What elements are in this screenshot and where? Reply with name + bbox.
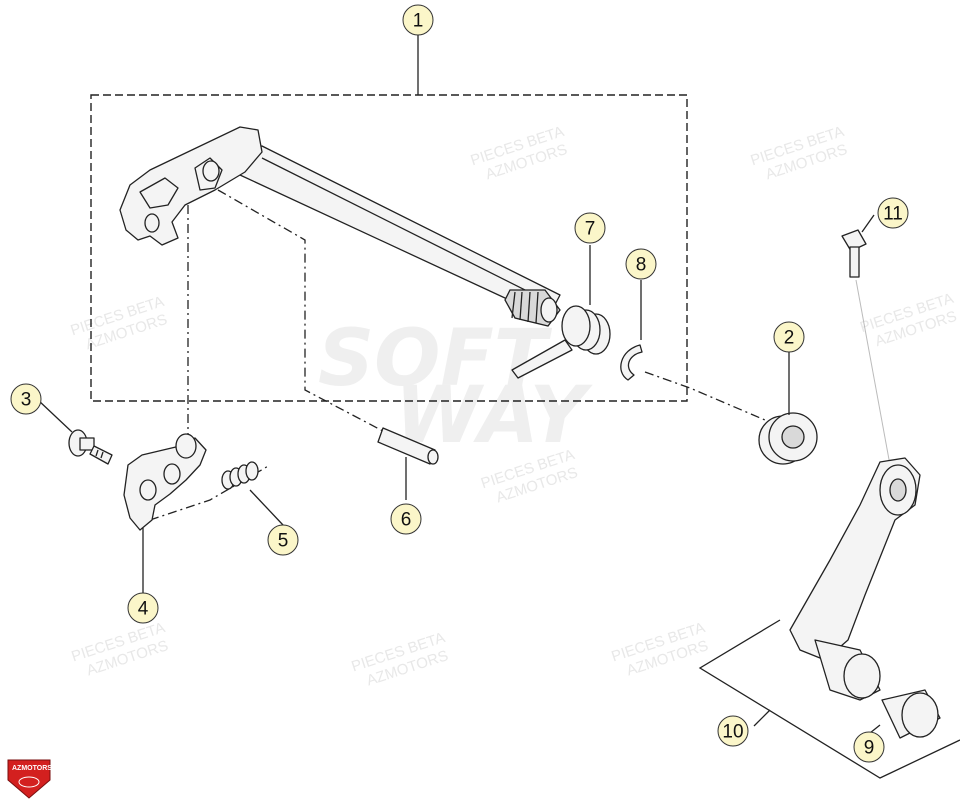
leader-line bbox=[249, 489, 284, 526]
azmotors-logo: AZMOTORS bbox=[7, 759, 52, 799]
svg-text:5: 5 bbox=[278, 531, 289, 552]
part-rubber-tip bbox=[881, 689, 941, 739]
reference-line bbox=[698, 619, 960, 779]
part-ratchet-plate bbox=[123, 433, 207, 531]
svg-text:7: 7 bbox=[585, 219, 596, 240]
svg-text:1: 1 bbox=[413, 11, 424, 32]
svg-text:2: 2 bbox=[784, 328, 795, 349]
callout-5: 5 bbox=[267, 524, 299, 556]
callout-11: 11 bbox=[877, 197, 909, 229]
callout-10: 10 bbox=[717, 715, 749, 747]
svg-text:4: 4 bbox=[138, 599, 149, 620]
part-bolt bbox=[68, 429, 113, 465]
assembly-line bbox=[855, 279, 891, 466]
leader-line bbox=[37, 399, 73, 433]
part-pedal-bolt bbox=[841, 229, 867, 278]
svg-text:3: 3 bbox=[21, 390, 32, 411]
part-oil-seal bbox=[758, 412, 818, 465]
watermark-big-text: WAY bbox=[395, 371, 594, 461]
watermark-big-text: SOFT bbox=[318, 314, 553, 404]
part-small-spring bbox=[221, 461, 259, 490]
callout-4: 4 bbox=[127, 592, 159, 624]
callout-2: 2 bbox=[773, 321, 805, 353]
svg-text:11: 11 bbox=[883, 204, 903, 225]
callout-3: 3 bbox=[10, 383, 42, 415]
leader-line bbox=[861, 214, 875, 233]
svg-text:10: 10 bbox=[722, 722, 743, 743]
svg-text:9: 9 bbox=[864, 738, 875, 759]
part-return-spring bbox=[511, 305, 611, 379]
part-gear-pedal bbox=[789, 457, 921, 701]
callout-6: 6 bbox=[390, 503, 422, 535]
callout-9: 9 bbox=[853, 731, 885, 763]
callout-7: 7 bbox=[574, 212, 606, 244]
svg-text:6: 6 bbox=[401, 510, 412, 531]
part-pin bbox=[377, 427, 439, 465]
svg-text:8: 8 bbox=[636, 255, 647, 276]
part-circlip bbox=[620, 344, 643, 381]
callout-1: 1 bbox=[402, 4, 434, 36]
svg-text:AZMOTORS: AZMOTORS bbox=[12, 765, 52, 772]
callout-8: 8 bbox=[625, 248, 657, 280]
assembly-box bbox=[90, 94, 688, 402]
assembly-line bbox=[217, 189, 401, 441]
leader-line bbox=[753, 709, 771, 727]
assembly-line bbox=[644, 371, 773, 424]
part-shift-shaft bbox=[119, 126, 561, 327]
